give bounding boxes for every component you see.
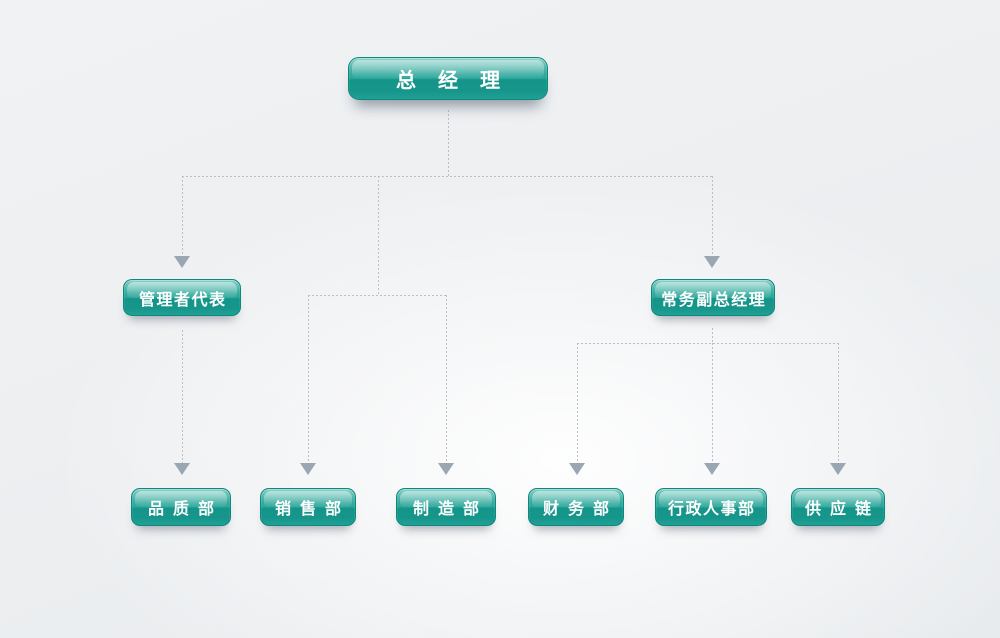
org-node-deputy-gm: 常务副总经理 bbox=[651, 279, 775, 316]
connector-to-admin-hr bbox=[712, 343, 713, 463]
connector-to-deputy-gm bbox=[712, 176, 713, 256]
org-node-admin-hr: 行政人事部 bbox=[655, 488, 767, 526]
connector-to-supply-chain bbox=[838, 343, 839, 463]
connector-to-sales bbox=[308, 295, 309, 463]
org-node-label: 供应链 bbox=[804, 499, 880, 518]
connector-deputy-horizontal bbox=[577, 343, 838, 344]
arrow-down-icon bbox=[174, 463, 190, 475]
arrow-down-icon bbox=[704, 463, 720, 475]
org-node-label: 财务部 bbox=[542, 499, 618, 518]
org-node-sales: 销售部 bbox=[260, 488, 356, 526]
org-node-label: 制造部 bbox=[412, 499, 488, 518]
org-node-quality: 品质部 bbox=[131, 488, 231, 526]
connector-to-finance bbox=[577, 343, 578, 463]
connector-to-management-rep bbox=[182, 176, 183, 256]
org-node-manufacturing: 制造部 bbox=[396, 488, 496, 526]
org-node-management-rep: 管理者代表 bbox=[123, 279, 241, 316]
org-node-label: 总经理 bbox=[396, 68, 522, 92]
org-node-label: 管理者代表 bbox=[138, 289, 227, 309]
connector-deputy-stem bbox=[712, 328, 713, 343]
connector-level1-horizontal bbox=[182, 176, 712, 177]
org-node-label: 销售部 bbox=[274, 499, 350, 518]
org-node-general-manager: 总经理 bbox=[348, 57, 548, 100]
org-node-finance: 财务部 bbox=[528, 488, 624, 526]
arrow-down-icon bbox=[830, 463, 846, 475]
org-node-label: 行政人事部 bbox=[667, 499, 756, 518]
arrow-down-icon bbox=[704, 256, 720, 268]
connector-to-manufacturing bbox=[446, 295, 447, 463]
arrow-down-icon bbox=[569, 463, 585, 475]
connector-root-stem bbox=[448, 110, 449, 176]
arrow-down-icon bbox=[438, 463, 454, 475]
org-node-label: 常务副总经理 bbox=[661, 289, 767, 309]
connector-mid-stem bbox=[378, 176, 379, 295]
org-node-label: 品质部 bbox=[147, 499, 223, 518]
connector-mid-horizontal bbox=[308, 295, 446, 296]
org-node-supply-chain: 供应链 bbox=[791, 488, 885, 526]
arrow-down-icon bbox=[300, 463, 316, 475]
arrow-down-icon bbox=[174, 256, 190, 268]
connector-to-quality bbox=[182, 330, 183, 463]
